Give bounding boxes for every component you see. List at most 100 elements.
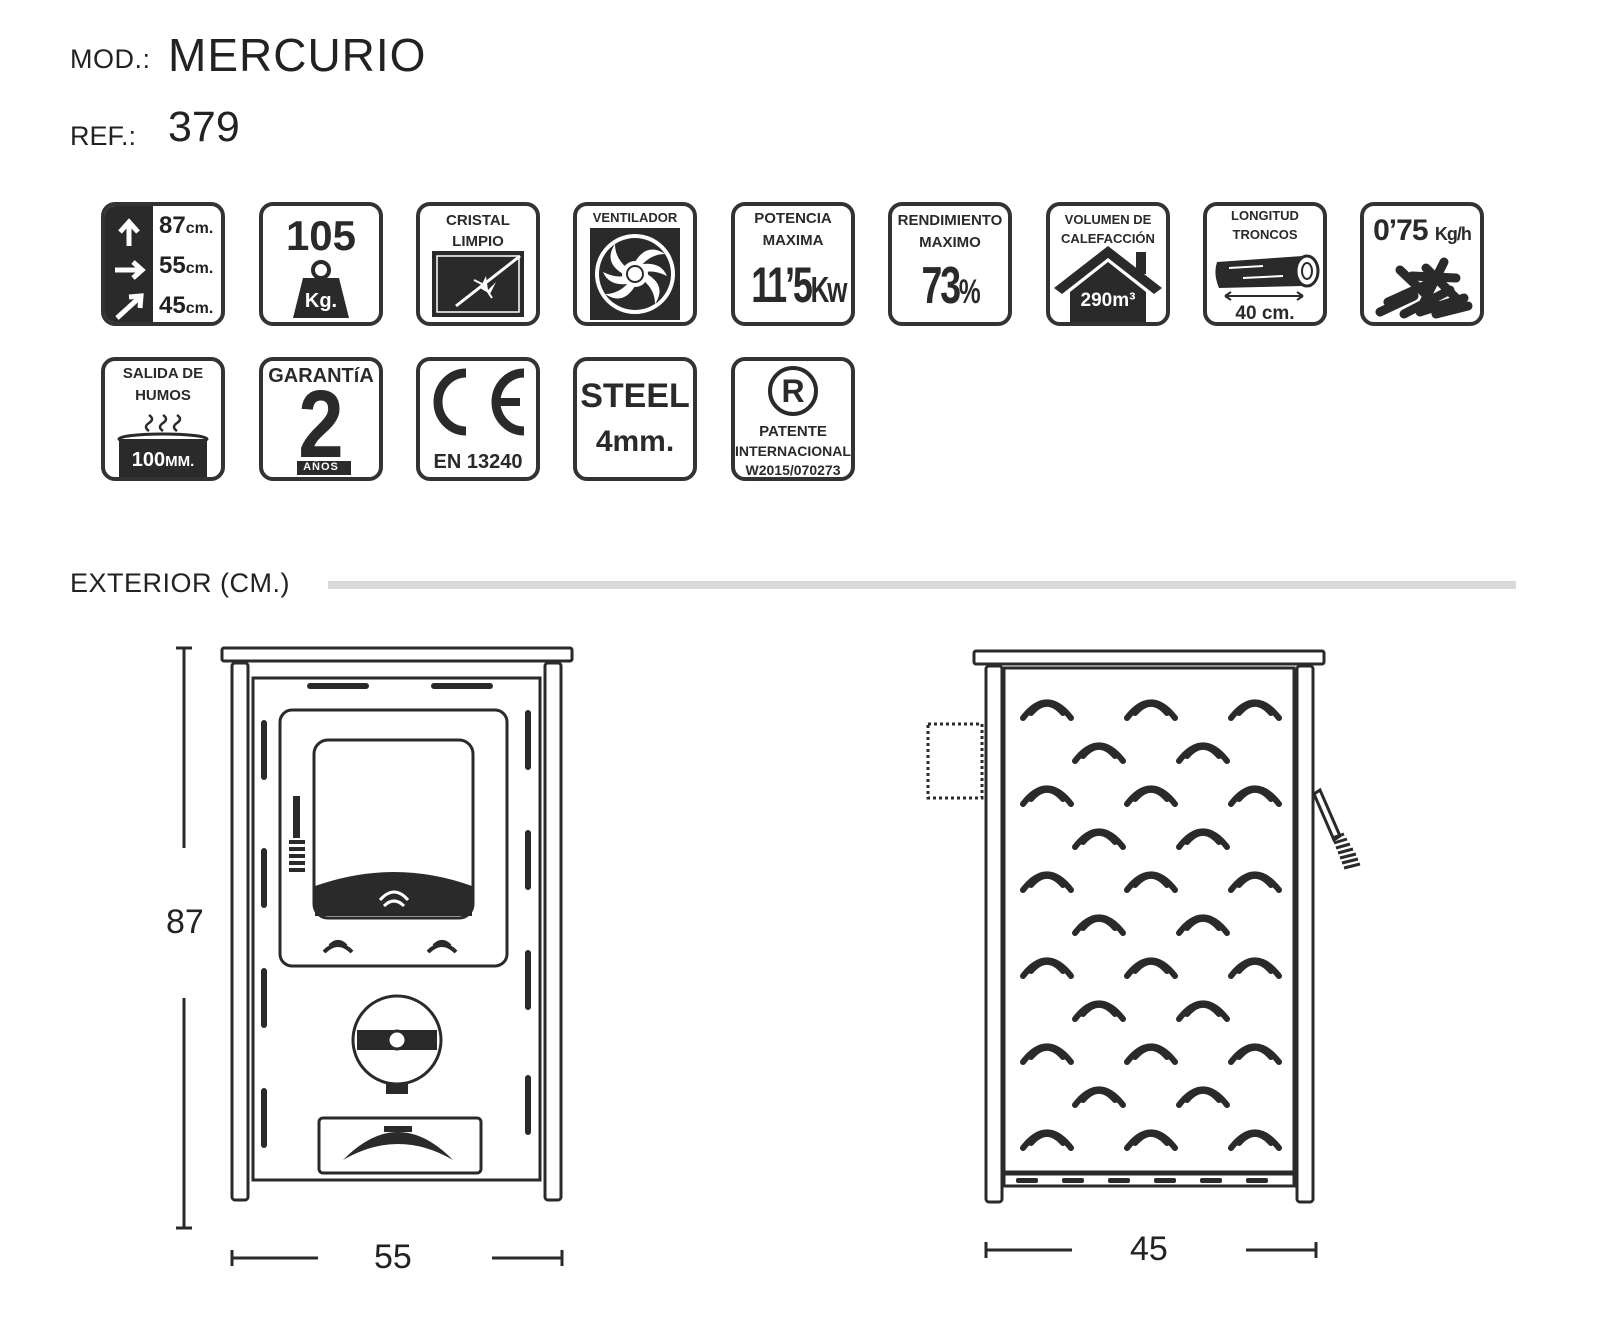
vent-arc	[1132, 700, 1170, 716]
power-value-int: 11	[751, 257, 787, 313]
consumption-badge: 0’75 Kg/h	[1360, 202, 1484, 326]
width-value: 55	[159, 252, 186, 279]
patent-badge: R PATENTE INTERNACIONAL W2015/070273	[731, 357, 855, 481]
power-value-dec: ’5	[784, 257, 813, 313]
vent-arc	[1132, 786, 1170, 802]
registered-icon	[768, 366, 818, 416]
log-icon	[1215, 254, 1320, 301]
vent-arc	[1184, 743, 1222, 759]
vent-arc	[1236, 1044, 1274, 1060]
flue-outlet-badge: SALIDA DE HUMOS 100MM.	[101, 357, 225, 481]
depth-value: 45	[159, 292, 186, 319]
arrows-panel	[105, 206, 153, 322]
front-height-label: 87	[166, 903, 204, 941]
flue-value: 100	[131, 449, 166, 471]
patent-line3: W2015/070273	[745, 462, 841, 478]
reference-label: REF.:	[70, 121, 137, 151]
model-name: MERCURIO	[168, 29, 427, 81]
max-power-badge: POTENCIA MAXIMA 11’5Kw	[731, 202, 855, 326]
vent-arc	[1028, 786, 1066, 802]
fan-label: VENTILADOR	[592, 210, 678, 225]
clean-glass-badge: CRISTAL LIMPIO	[416, 202, 540, 326]
glass-shine-icon	[432, 251, 524, 317]
vent-arc	[1132, 1044, 1170, 1060]
vent-arc	[1028, 700, 1066, 716]
patent-line2: INTERNACIONAL	[735, 443, 851, 459]
dimensions-badge: 87cm. 55cm. 45cm.	[101, 202, 225, 326]
firewood-pile-icon	[1375, 257, 1473, 319]
fan-icon	[590, 228, 680, 320]
warranty-number: 2	[298, 371, 344, 478]
volume-line2: CALEFACCIÓN	[1061, 231, 1155, 246]
vent-arc	[1080, 743, 1118, 759]
log-line1: LONGITUD	[1231, 208, 1299, 223]
vent-arc	[1184, 829, 1222, 845]
vent-arc	[1132, 872, 1170, 888]
reference-number: 379	[168, 103, 240, 151]
glass-line1: CRISTAL	[446, 212, 510, 229]
vent-arc	[1080, 829, 1118, 845]
smoke-icon	[117, 413, 209, 477]
ce-norm: EN 13240	[433, 451, 523, 473]
vent-arc	[1184, 915, 1222, 931]
weight-unit: Kg.	[304, 290, 338, 312]
consumption-unit: Kg/h	[1434, 224, 1472, 244]
log-length-badge: LONGITUD TRONCOS 40 cm.	[1203, 202, 1327, 326]
power-line2: MAXIMA	[762, 232, 824, 249]
height-unit: cm.	[185, 220, 214, 237]
volume-line1: VOLUMEN DE	[1064, 212, 1152, 227]
vent-arc	[1132, 1130, 1170, 1146]
height-value: 87	[159, 212, 186, 239]
ce-mark-icon	[433, 368, 525, 436]
flue-line2: HUMOS	[135, 387, 191, 404]
section-divider	[328, 581, 1516, 589]
flue-line1: SALIDA DE	[122, 365, 204, 382]
vent-arc	[1184, 1087, 1222, 1103]
vent-arc	[1236, 872, 1274, 888]
dimension-arrows-icon	[115, 218, 146, 320]
vent-arc	[1080, 915, 1118, 931]
patent-line1: PATENTE	[759, 423, 827, 440]
efficiency-line2: MAXIMO	[919, 234, 981, 251]
warranty-badge: GARANTíA 2 AÑOS	[259, 357, 383, 481]
vent-arc	[1080, 1087, 1118, 1103]
efficiency-unit: %	[958, 273, 981, 311]
vent-arc	[1236, 958, 1274, 974]
vent-arc	[1028, 958, 1066, 974]
vent-arc	[1132, 958, 1170, 974]
patent-symbol: R	[781, 373, 805, 409]
consumption-value: 0’75	[1373, 214, 1428, 247]
ce-mark-badge: EN 13240	[416, 357, 540, 481]
glass-line2: LIMPIO	[452, 233, 504, 250]
weight-icon	[293, 260, 349, 318]
vent-arc	[1028, 1130, 1066, 1146]
flue-unit: MM.	[165, 453, 195, 470]
weight-badge: 105 Kg.	[259, 202, 383, 326]
volume-value: 290m³	[1080, 290, 1136, 311]
warranty-unit: AÑOS	[303, 461, 339, 473]
width-unit: cm.	[185, 260, 214, 277]
log-length-value: 40 cm.	[1235, 303, 1295, 324]
vent-arc	[1028, 872, 1066, 888]
warranty-title: GARANTíA	[268, 365, 374, 387]
front-width-label: 55	[374, 1238, 412, 1276]
side-depth-label: 45	[1130, 1230, 1168, 1268]
vent-arc	[1028, 1044, 1066, 1060]
depth-unit: cm.	[185, 300, 214, 317]
vent-arc	[1236, 786, 1274, 802]
power-line1: POTENCIA	[754, 210, 832, 227]
efficiency-badge: RENDIMIENTO MAXIMO 73%	[888, 202, 1012, 326]
log-line2: TRONCOS	[1232, 227, 1298, 242]
steel-line1: STEEL	[580, 377, 690, 415]
vent-arc	[1080, 1001, 1118, 1017]
weight-value: 105	[285, 212, 357, 259]
vent-arc	[1236, 700, 1274, 716]
vent-arc	[1236, 1130, 1274, 1146]
model-label: MOD.:	[70, 44, 151, 74]
power-unit: Kw	[810, 269, 848, 310]
efficiency-value: 73	[921, 257, 961, 315]
side-vent-pattern	[1020, 699, 1282, 1151]
heating-volume-badge: VOLUMEN DE CALEFACCIÓN 290m³	[1046, 202, 1170, 326]
